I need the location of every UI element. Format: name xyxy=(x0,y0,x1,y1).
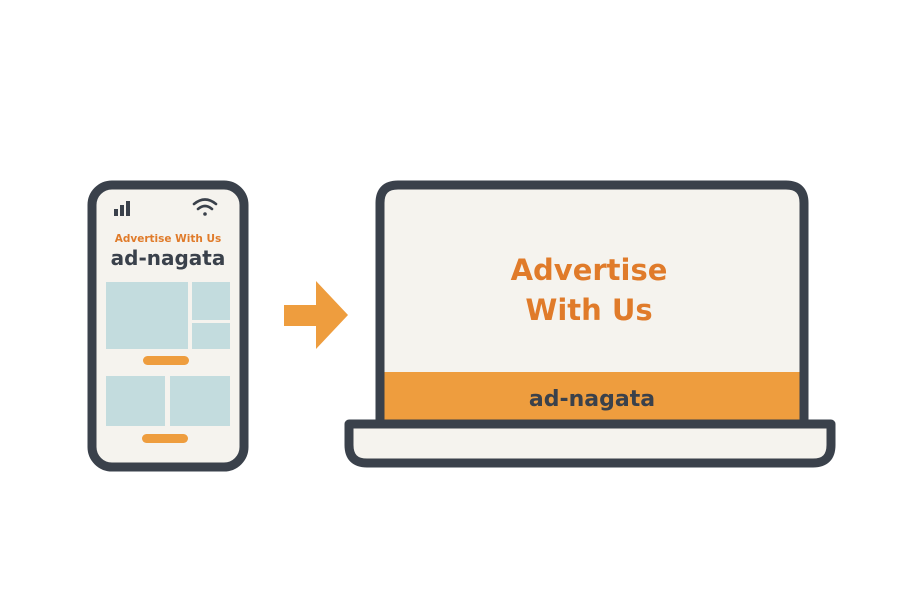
laptop-banner xyxy=(384,372,800,421)
ad-tile xyxy=(106,376,165,426)
laptop-brand: ad-nagata xyxy=(529,387,655,412)
ad-tile xyxy=(170,376,230,426)
ad-tile xyxy=(192,282,230,320)
laptop-headline-line2: With Us xyxy=(525,293,652,327)
ad-tile xyxy=(192,323,230,349)
laptop: Advertise With Us ad-nagata xyxy=(344,180,836,468)
phone-button xyxy=(142,434,188,443)
phone-button xyxy=(143,356,189,365)
arrow-right-icon xyxy=(284,281,348,349)
signal-bars-icon xyxy=(114,201,130,216)
ad-tile xyxy=(106,282,188,349)
phone-headline: Advertise With Us xyxy=(115,233,222,245)
laptop-screen xyxy=(375,180,809,428)
phone-brand: ad-nagata xyxy=(111,246,226,270)
wifi-icon xyxy=(192,198,218,216)
phone: Advertise With Us ad-nagata xyxy=(87,180,249,472)
laptop-headline-line1: Advertise xyxy=(511,253,668,287)
laptop-base xyxy=(344,419,836,468)
